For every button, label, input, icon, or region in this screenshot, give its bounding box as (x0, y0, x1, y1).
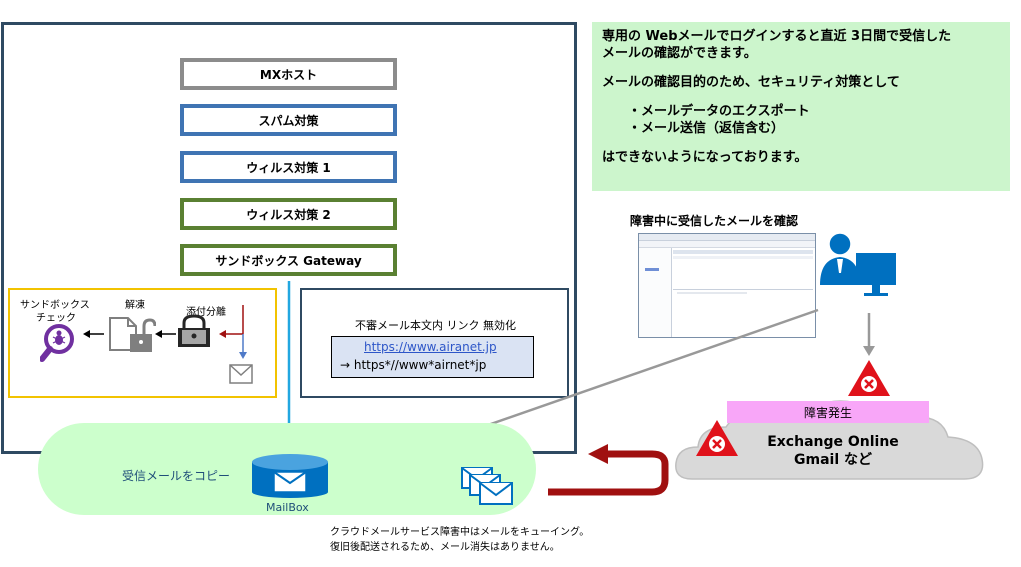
user-monitor-icon (820, 232, 896, 296)
return-arrow-icon (548, 444, 669, 496)
original-url-link[interactable]: https://www.airanet.jp (364, 340, 497, 354)
cloud-service-names: Exchange Online Gmail など (745, 433, 921, 469)
note-line-3: メールの確認目的のため、セキュリティ対策として (602, 75, 900, 90)
sandbox-check-label-2: チェック (36, 313, 76, 324)
webmail-note-box: 専用の Webメールでログインすると直近 3日間で受信した メールの確認ができま… (592, 22, 1010, 191)
note-bullet-2: ・メール送信（返信含む） (628, 121, 785, 136)
queued-mail-icon (461, 467, 513, 505)
mailbox-db-icon (252, 454, 328, 498)
virus-filter-2-label: ウィルス対策 2 (246, 207, 331, 222)
note-line-1: 専用の Webメールでログインすると直近 3日間で受信した (602, 29, 952, 44)
footer-line-2: 復旧後配送されるため、メール消失はありません。 (330, 542, 560, 553)
spam-filter-box: スパム対策 (180, 104, 397, 136)
exchange-online-label: Exchange Online (767, 434, 899, 450)
virus-filter-1-label: ウィルス対策 1 (246, 160, 331, 175)
webmail-check-label: 障害中に受信したメールを確認 (630, 214, 799, 228)
cloud-error-icon (696, 420, 738, 456)
mx-host-box: MXホスト (180, 58, 397, 90)
rewritten-url: → https*//www*airnet*jp (340, 358, 487, 372)
gmail-label: Gmail など (794, 452, 872, 468)
virus-filter-1-box: ウィルス対策 1 (180, 151, 397, 183)
unlock-document-icon (109, 317, 156, 352)
sandbox-gateway-box: サンドボックス Gateway (180, 244, 397, 276)
outage-banner: 障害発生 (727, 401, 929, 423)
sandbox-check-label-1: サンドボックス (20, 300, 90, 311)
attachment-split-label: 添付分離 (186, 307, 226, 318)
magnifier-bug-icon (40, 324, 74, 362)
footer-line-1: クラウドメールサービス障害中はメールをキューイング。 (330, 527, 590, 538)
virus-filter-2-box: ウィルス対策 2 (180, 198, 397, 230)
link-disable-title: 不審メール本文内 リンク 無効化 (355, 319, 516, 332)
mail-envelope-icon (229, 364, 253, 384)
user-down-arrowhead (863, 346, 875, 356)
lock-icon (178, 314, 210, 347)
note-line-2: メールの確認ができます。 (602, 46, 757, 61)
note-line-4: はできないようになっております。 (602, 150, 808, 165)
spam-filter-label: スパム対策 (258, 113, 319, 128)
mailbox-label: MailBox (266, 501, 309, 514)
decrypt-label: 解凍 (125, 300, 145, 311)
outage-label: 障害発生 (803, 405, 852, 420)
copy-label: 受信メールをコピー (122, 469, 231, 483)
mx-host-label: MXホスト (259, 67, 318, 82)
sandbox-gateway-label: サンドボックス Gateway (215, 253, 362, 268)
note-bullet-1: ・メールデータのエクスポート (628, 104, 810, 119)
error-warning-icon (848, 360, 890, 396)
link-rewrite-box: https://www.airanet.jp → https*//www*air… (331, 336, 534, 378)
